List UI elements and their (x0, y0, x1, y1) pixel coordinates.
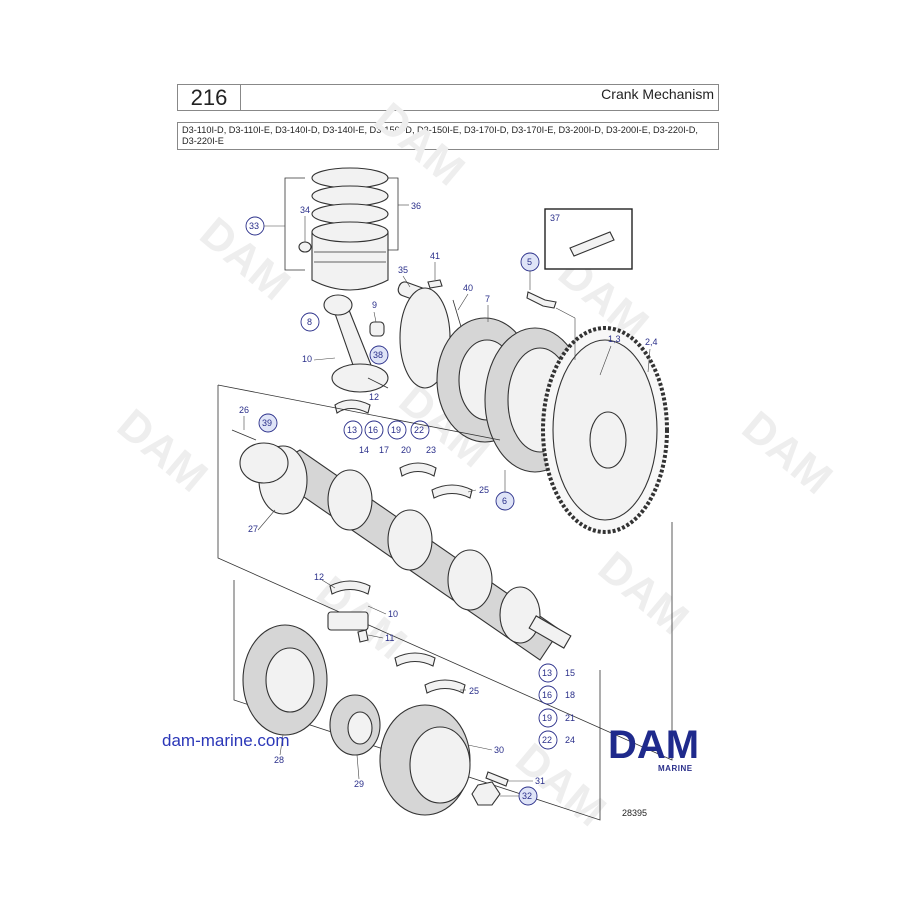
callout-12b: 12 (314, 572, 324, 582)
callout-16c: 16 (542, 690, 552, 700)
watermark-text: DAM (191, 208, 299, 310)
callout-2-4: 2,4 (645, 337, 658, 347)
bolt-11 (357, 629, 369, 643)
bearing-shell (334, 399, 371, 414)
callout-9: 9 (372, 300, 377, 310)
callout-10b: 10 (388, 609, 398, 619)
callout-32: 32 (522, 791, 532, 801)
dam-logo: DAM (608, 726, 699, 762)
callout-11: 11 (385, 633, 394, 643)
bolt-31 (485, 771, 509, 787)
bearing-cap (327, 611, 369, 631)
piston-ring (311, 185, 389, 207)
callout-16: 16 (368, 425, 378, 435)
callout-27: 27 (248, 524, 258, 534)
bracket-36 (388, 177, 399, 251)
nut-32 (471, 781, 501, 806)
callout-41: 41 (430, 251, 440, 261)
website-link[interactable]: dam-marine.com (162, 731, 290, 750)
watermark-text: DAM (507, 734, 615, 836)
piston-ring (311, 203, 389, 225)
watermark-text: DAM (733, 402, 841, 504)
callout-30: 30 (494, 745, 504, 755)
callout-12: 12 (369, 392, 379, 402)
bracket-33 (284, 177, 305, 271)
callout-7: 7 (485, 294, 490, 304)
seal-39 (239, 442, 289, 484)
callout-13c: 13 (542, 668, 552, 678)
watermark-text: DAM (108, 400, 216, 502)
frame-crank (217, 385, 673, 761)
callout-35: 35 (398, 265, 408, 275)
bolt-5 (526, 291, 557, 309)
bearing-lower (394, 652, 436, 667)
sealant-tube (569, 231, 615, 257)
small-end-bushing (369, 321, 385, 337)
big-end (331, 363, 389, 393)
callout-20: 20 (401, 445, 411, 455)
callout-18: 18 (565, 690, 575, 700)
reference-number: 28395 (622, 808, 648, 818)
callout-6: 6 (502, 496, 507, 506)
callout-28: 28 (274, 755, 284, 765)
page-title: Crank Mechanism (601, 86, 714, 102)
callout-25: 25 (479, 485, 489, 495)
bearing-12 (329, 580, 371, 595)
callout-25b: 25 (469, 686, 479, 696)
callout-39: 39 (262, 418, 272, 428)
bearing-lower-25 (424, 679, 466, 694)
callout-36: 36 (411, 201, 421, 211)
main-bearing (431, 484, 473, 499)
crank-nose (528, 615, 572, 649)
leader-lines (243, 204, 651, 797)
callout-38: 38 (373, 350, 383, 360)
pin-26 (231, 429, 257, 441)
brand-subtitle: MARINE (658, 764, 693, 773)
callout-15: 15 (565, 668, 575, 678)
callout-33: 33 (249, 221, 259, 231)
callout-22c: 22 (542, 735, 552, 745)
sealant-box (544, 208, 633, 270)
callout-26: 26 (239, 405, 249, 415)
piston-ring (311, 167, 389, 189)
callout-19c: 19 (542, 713, 552, 723)
callout-17: 17 (379, 445, 389, 455)
callout-22: 22 (414, 425, 424, 435)
callout-37: 37 (550, 213, 560, 223)
callout-5: 5 (527, 257, 532, 267)
small-end (323, 294, 353, 316)
callout-group: 33 34 36 35 41 40 7 5 37 8 9 38 10 12 13… (239, 201, 658, 806)
callout-13: 13 (347, 425, 357, 435)
callout-19: 19 (391, 425, 401, 435)
svg-text:DAM: DAM (608, 726, 699, 762)
callout-1-3: 1,3 (608, 334, 621, 344)
callout-14: 14 (359, 445, 369, 455)
callout-29: 29 (354, 779, 364, 789)
page-number: 216 (178, 85, 241, 110)
callout-31: 31 (535, 776, 545, 786)
callout-34: 34 (300, 205, 310, 215)
rod-bolt (367, 377, 389, 389)
callout-8: 8 (307, 317, 312, 327)
watermark-layer: DAM DAM DAM DAM DAM DAM DAM DAM DAM (108, 93, 841, 836)
callout-23: 23 (426, 445, 436, 455)
callout-40: 40 (463, 283, 473, 293)
circlip (298, 241, 312, 253)
watermark-text: DAM (589, 542, 697, 644)
piston-crown (311, 221, 389, 243)
thrust-bearing (399, 462, 437, 477)
piston (311, 231, 389, 291)
callout-21: 21 (565, 713, 575, 723)
header-box: 216 Crank Mechanism (177, 84, 719, 111)
callout-10: 10 (302, 354, 312, 364)
callout-24: 24 (565, 735, 575, 745)
model-list: D3-110I-D, D3-110I-E, D3-140I-D, D3-140I… (177, 122, 719, 150)
bolt-41 (427, 279, 443, 289)
